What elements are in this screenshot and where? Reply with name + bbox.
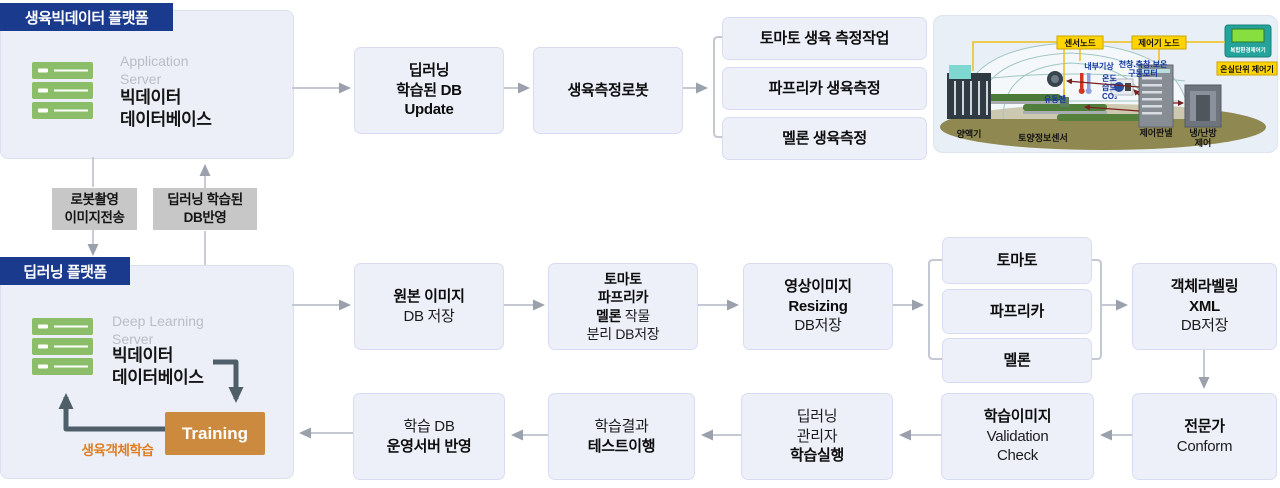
growth-object-learning-label: 생육객체학습 [81,443,154,458]
unit-controller-label: 온실단위 제어기 [1220,64,1274,74]
flow-validation-check-box: 학습이미지 Validation Check [941,393,1094,480]
task-tomato-box: 토마토 생육 측정작업 [722,17,927,60]
crop-paprika-box: 파프리카 [942,289,1092,334]
flow-manager-run-box: 딥러닝 관리자 학습실행 [741,393,893,480]
motor-label-2: 구동모터 [1128,68,1157,78]
bracket-crops-right [1090,259,1102,360]
crop-melon-box: 멜론 [942,338,1092,383]
yellow-connectors [972,41,1225,95]
circulation-fan [1047,71,1063,87]
inner-weather-label: 내부기상 [1084,61,1114,71]
deep-learning-platform-header: 딥러닝 플랫폼 [0,257,130,285]
app-server-label: Application Server [120,53,189,87]
control-panel-cabinet [1138,64,1174,128]
nutrient-label: 양액기 [957,128,982,139]
flow-crop-separate-box: 토마토 파프리카 멜론 작물 분리 DB저장 [548,263,698,350]
flow-deploy-box: 학습 DB 운영서버 반영 [353,393,505,480]
flow-dbupdate-box: 딥러닝 학습된 DB Update [354,47,504,134]
temp-label: 온도 [1102,74,1117,83]
flow-growth-robot-box: 생육측정로봇 [533,47,683,134]
bigdata-db-label: 빅데이터 데이터베이스 [120,88,212,130]
red-control-arrows [1066,78,1184,112]
flow-expert-conform-box: 전문가 Conform [1132,393,1277,480]
flow-resizing-box: 영상이미지 Resizing DB저장 [743,263,893,350]
env-controller-device: 복합환경제어기 [1224,24,1272,58]
arrow-db-to-training [213,359,244,403]
sensor-node-label: 센서노드 [1064,38,1095,48]
arrow-training-to-db [58,393,165,432]
drive-motor [1110,78,1134,96]
hvac-label-1: 냉/난방 [1189,127,1217,138]
device-label: 복합환경제어기 [1230,46,1265,54]
humidity-label: 습도 [1102,82,1117,92]
blue-labels: 내부기상 천창.측창.보온 구동모터 온도 습도 CO₂ 유동팬 [1044,59,1168,104]
flow-original-image-box: 원본 이미지 DB 저장 [354,263,504,350]
fan-label: 유동팬 [1044,94,1066,104]
flow-test-run-box: 학습결과 테스트이행 [548,393,695,480]
hvac-label-2: 제어 [1195,137,1212,148]
thermometer-icons [1078,73,1092,94]
robot-image-transfer-label: 로봇촬영 이미지전송 [52,188,137,230]
bigdata-db-label: 빅데이터 데이터베이스 [112,346,204,388]
task-paprika-box: 파프리카 생육측정 [722,67,927,110]
task-melon-box: 멜론 생육측정 [722,117,927,160]
deep-learning-server-label: Deep Learning Server [112,313,204,347]
training-box: Training [165,412,265,455]
hvac-unit [1184,84,1222,128]
bracket-crops-left [928,259,942,360]
greenhouse-illustration: 복합환경제어기 센서노드 [933,15,1278,153]
controller-node-label: 제어기 노드 [1138,38,1180,48]
trained-db-reflect-label: 딥러닝 학습된 DB반영 [153,188,257,230]
server-icon [32,318,93,375]
co2-label: CO₂ [1102,92,1118,101]
controller-node-box [1131,35,1187,50]
sensor-node-box [1056,35,1104,50]
soil-sensor-label: 토양정보센서 [1018,132,1068,143]
growth-bigdata-platform-header: 생육빅데이터 플랫폼 [0,3,173,31]
nutrient-machine [947,65,991,119]
server-icon [32,62,93,119]
crop-tomato-box: 토마토 [942,237,1092,284]
bracket-tasks [713,36,722,138]
flow-object-labeling-box: 객체라벨링 XML DB저장 [1132,263,1277,350]
unit-controller-box [1216,61,1278,76]
ground-labels: 양액기 토양정보센서 제어판넬 냉/난방 제어 [957,127,1218,148]
greenhouse-scene: 복합환경제어기 센서노드 [933,15,1278,153]
control-panel-label: 제어판넬 [1139,127,1172,138]
motor-label-1: 천창.측창.보온 [1119,59,1168,69]
yellow-label-boxes: 센서노드 제어기 노드 온실단위 제어기 [1056,35,1278,76]
